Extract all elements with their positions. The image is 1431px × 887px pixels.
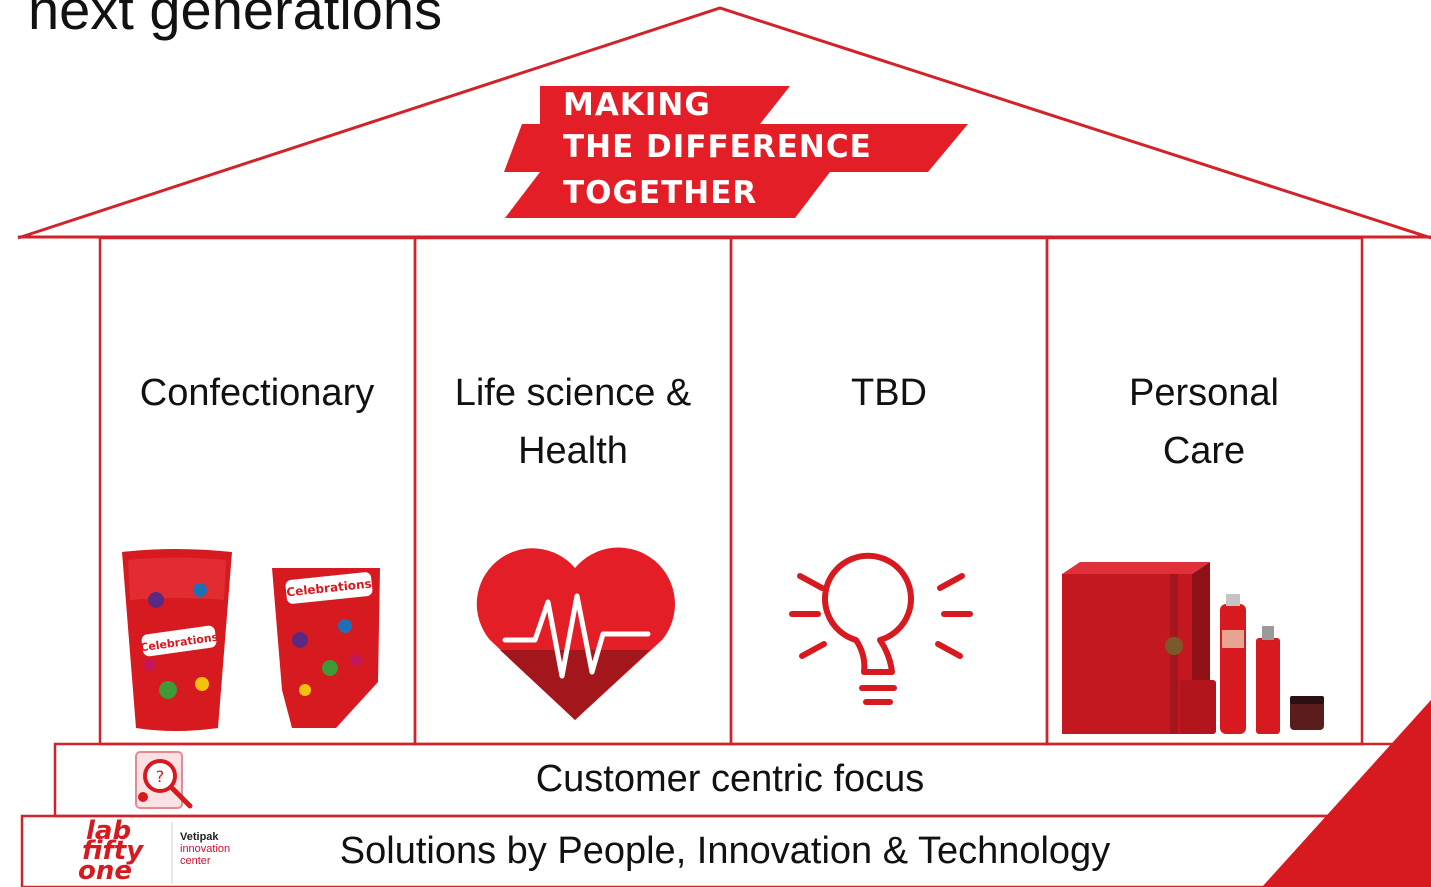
candy-boxes-icon: Celebrations Celebrations	[122, 549, 380, 731]
solutions-bar	[20, 814, 1431, 887]
banner-shape	[504, 86, 968, 218]
pillar-label-confectionary: Confectionary	[107, 364, 407, 422]
pillar-label-line: Life science &	[454, 372, 692, 414]
banner-line-1: MAKING	[563, 87, 711, 123]
slide-title: next generations	[28, 0, 443, 41]
pillar-label-life-science: Life science & Health	[423, 364, 723, 480]
lab-fifty-one-logo: lab fifty one Vetipak innovation center	[58, 818, 238, 886]
pillar-label-line: Care	[1162, 430, 1246, 472]
banner-line-3: TOGETHER	[563, 175, 758, 211]
lightbulb-icon	[789, 552, 973, 705]
pillar-label-line: Confectionary	[139, 372, 375, 414]
logo-lab-line-1: lab	[86, 816, 132, 846]
pillar-label-personal-care: Personal Care	[1054, 364, 1354, 480]
customer-focus-label: Customer centric focus	[535, 758, 925, 800]
corner-triangle	[1262, 700, 1431, 887]
pillar-label-line: Health	[518, 430, 628, 472]
svg-text:?: ?	[156, 767, 165, 786]
vetipak-sub-1: innovation	[180, 843, 231, 855]
heart-pulse-icon	[476, 547, 675, 720]
pillar-label-line: TBD	[851, 372, 927, 414]
logo-lab-line-3: one	[78, 856, 133, 886]
banner-line-2: THE DIFFERENCE	[563, 129, 872, 165]
vetipak-name: Vetipak	[180, 831, 219, 843]
vetipak-sub-2: center	[180, 855, 211, 867]
banner: MAKING THE DIFFERENCE TOGETHER	[507, 86, 957, 218]
cosmetics-giftset-icon	[1062, 562, 1324, 734]
roof-outline	[17, 6, 1431, 240]
customer-search-icon: ?	[135, 751, 193, 809]
logo-lab-line-2: fifty	[82, 836, 144, 866]
pillar-label-line: Personal	[1129, 372, 1279, 414]
solutions-label: Solutions by People, Innovation & Techno…	[339, 830, 1111, 872]
pillar-label-tbd: TBD	[739, 364, 1039, 422]
vetipak-logo: Vetipak innovation center	[180, 831, 230, 867]
